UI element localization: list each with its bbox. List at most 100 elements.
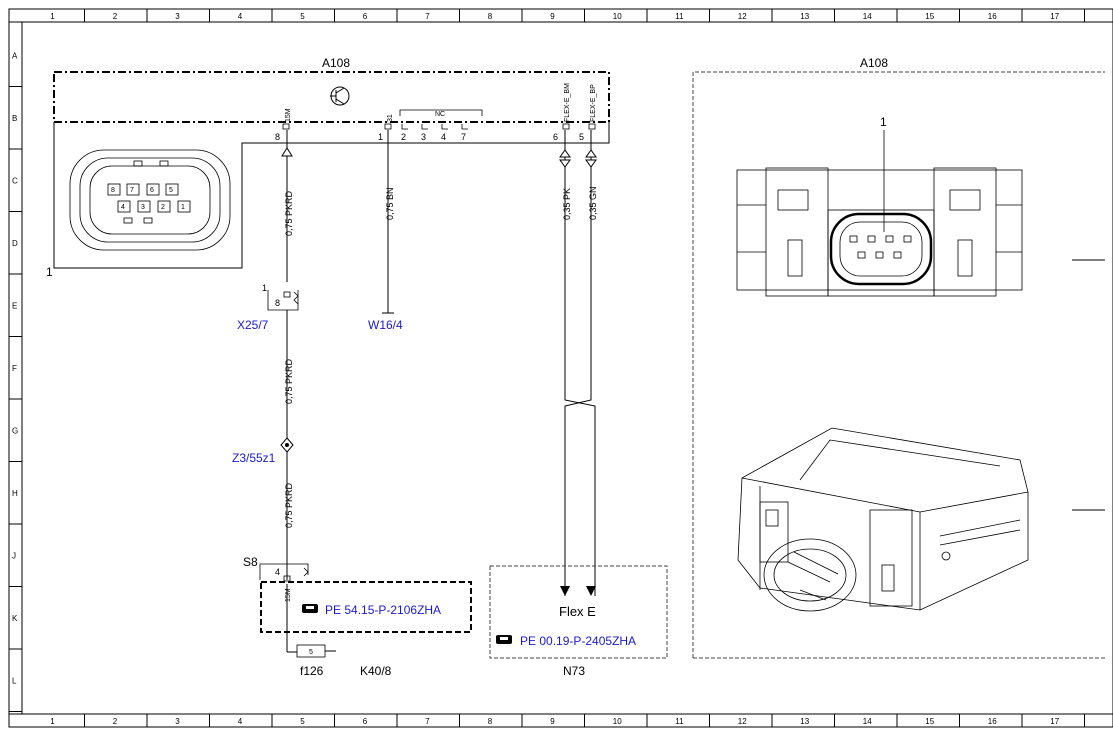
f126-pin: 5 [309, 649, 313, 656]
top-column-number-3: 3 [175, 12, 180, 21]
bottom-column-number-4: 4 [238, 717, 243, 726]
pointing-hand-icon [302, 604, 318, 613]
x25-7-link[interactable]: X25/7 [237, 318, 269, 332]
x25-pin: 8 [275, 298, 280, 308]
k40-8-label: K40/8 [360, 664, 392, 678]
top-column-number-17: 17 [1050, 12, 1059, 21]
pin-label-6: 6 [553, 132, 558, 142]
pe-54-link-group[interactable]: PE 54.15-P-2106ZHA [302, 603, 441, 617]
connector-pin-1: 1 [181, 204, 185, 211]
f126-fuse: 5 f126 [287, 644, 336, 678]
pe-54-link[interactable]: PE 54.15-P-2106ZHA [325, 603, 441, 617]
pin-label-1: 1 [378, 132, 383, 142]
s8-pin: 4 [275, 567, 280, 577]
connector-pin-3: 3 [141, 204, 145, 211]
top-column-number-5: 5 [300, 12, 305, 21]
top-column-number-9: 9 [550, 12, 555, 21]
flex-e-label: Flex E [559, 604, 596, 619]
row-letter-B: B [12, 114, 17, 123]
wire-pin5: 0,35 GN [564, 130, 598, 596]
row-letter-G: G [12, 426, 18, 435]
pin-label-3: 3 [421, 132, 426, 142]
row-letter-F: F [12, 364, 17, 373]
row-letter-A: A [12, 51, 18, 60]
a108-left-housing-outline [53, 122, 610, 269]
pe-00-link[interactable]: PE 00.19-P-2405ZHA [520, 634, 636, 648]
pointing-hand-icon-2 [496, 635, 512, 644]
module-front-view-illustration [736, 167, 1023, 297]
n73-dashed-box [489, 565, 668, 659]
bottom-column-number-9: 9 [550, 717, 555, 726]
row-letter-H: H [12, 489, 18, 498]
top-column-number-10: 10 [613, 12, 622, 21]
signal-flex-bm: FLEX-E_BM [564, 83, 571, 122]
wire-label-gn: 0,35 GN [588, 186, 598, 220]
module-iso-view-illustration [737, 427, 1029, 612]
top-column-number-4: 4 [238, 12, 243, 21]
bottom-column-number-13: 13 [800, 717, 809, 726]
row-letter-L: L [12, 676, 17, 685]
top-column-number-2: 2 [113, 12, 118, 21]
wire-label-pkrd-3: 0,75 PKRD [284, 482, 294, 528]
bottom-column-number-10: 10 [613, 717, 622, 726]
top-column-number-11: 11 [675, 12, 684, 21]
bottom-column-number-8: 8 [488, 717, 493, 726]
nc-bracket [399, 109, 483, 116]
row-letter-J: J [12, 551, 16, 560]
top-column-number-12: 12 [738, 12, 747, 21]
x25-callout: 1 [262, 283, 267, 293]
bottom-column-number-6: 6 [363, 717, 368, 726]
top-column-number-16: 16 [988, 12, 997, 21]
pin-stubs [282, 123, 596, 130]
wire-pin8: 0,75 PKRD [281, 130, 294, 282]
bottom-column-number-15: 15 [925, 717, 934, 726]
top-column-number-6: 6 [363, 12, 368, 21]
z3-55z1-link[interactable]: Z3/55z1 [232, 451, 276, 465]
n73-label: N73 [563, 664, 585, 678]
wire-label-pk: 0,35 PK [562, 188, 572, 220]
pin-label-4: 4 [441, 132, 446, 142]
wire-label-pkrd-1: 0,75 PKRD [284, 190, 294, 236]
bottom-column-number-16: 16 [988, 717, 997, 726]
view-callout: 1 [880, 115, 887, 129]
pin-label-5: 5 [579, 132, 584, 142]
connector-pin-4: 4 [121, 204, 125, 211]
bottom-column-number-11: 11 [675, 717, 684, 726]
top-column-number-8: 8 [488, 12, 493, 21]
a108-right-views: A108 1 [692, 56, 1105, 659]
grid-column-ticks: 1122334455667788991010111112121313141415… [50, 9, 1085, 727]
s8-label: S8 [243, 555, 258, 569]
signal-flex-bp: FLEX-E_BP [590, 84, 597, 122]
bottom-column-number-5: 5 [300, 717, 305, 726]
a108-right-label: A108 [860, 56, 888, 70]
top-column-number-13: 13 [800, 12, 809, 21]
wire-z3-to-s8: 0,75 PKRD [284, 452, 294, 580]
s8-dashed-box [260, 581, 472, 633]
wire-label-bn: 0,75 BN [385, 187, 395, 220]
x25-7-connector: 1 8 X25/7 [237, 283, 299, 332]
row-letter-K: K [12, 614, 18, 623]
connector-pin-6: 6 [150, 187, 154, 194]
s8-15m: 15M [285, 588, 292, 602]
row-letter-D: D [12, 239, 18, 248]
wire-x25-to-z3: 0,75 PKRD [284, 310, 294, 440]
wire-pin1: 0,75 BN [382, 130, 395, 314]
top-column-number-1: 1 [50, 12, 55, 21]
connector-pin-8: 8 [111, 187, 115, 194]
pin-label-8: 8 [275, 132, 280, 142]
connector-pin-7: 7 [130, 187, 134, 194]
z3-55z1-splice: Z3/55z1 [232, 437, 294, 465]
transistor-icon [330, 86, 350, 106]
a108-left-dashed-box [53, 71, 610, 123]
a108-left-label: A108 [322, 56, 350, 70]
pin-label-7: 7 [461, 132, 466, 142]
connector-callout: 1 [46, 265, 53, 279]
w16-4-link[interactable]: W16/4 [368, 318, 403, 332]
n73-module: Flex E PE 00.19-P-2405ZHA N73 [489, 565, 668, 678]
row-letter-C: C [12, 176, 18, 185]
bottom-column-number-2: 2 [113, 717, 118, 726]
sheet-frame [8, 8, 1113, 728]
pin-label-2: 2 [401, 132, 406, 142]
